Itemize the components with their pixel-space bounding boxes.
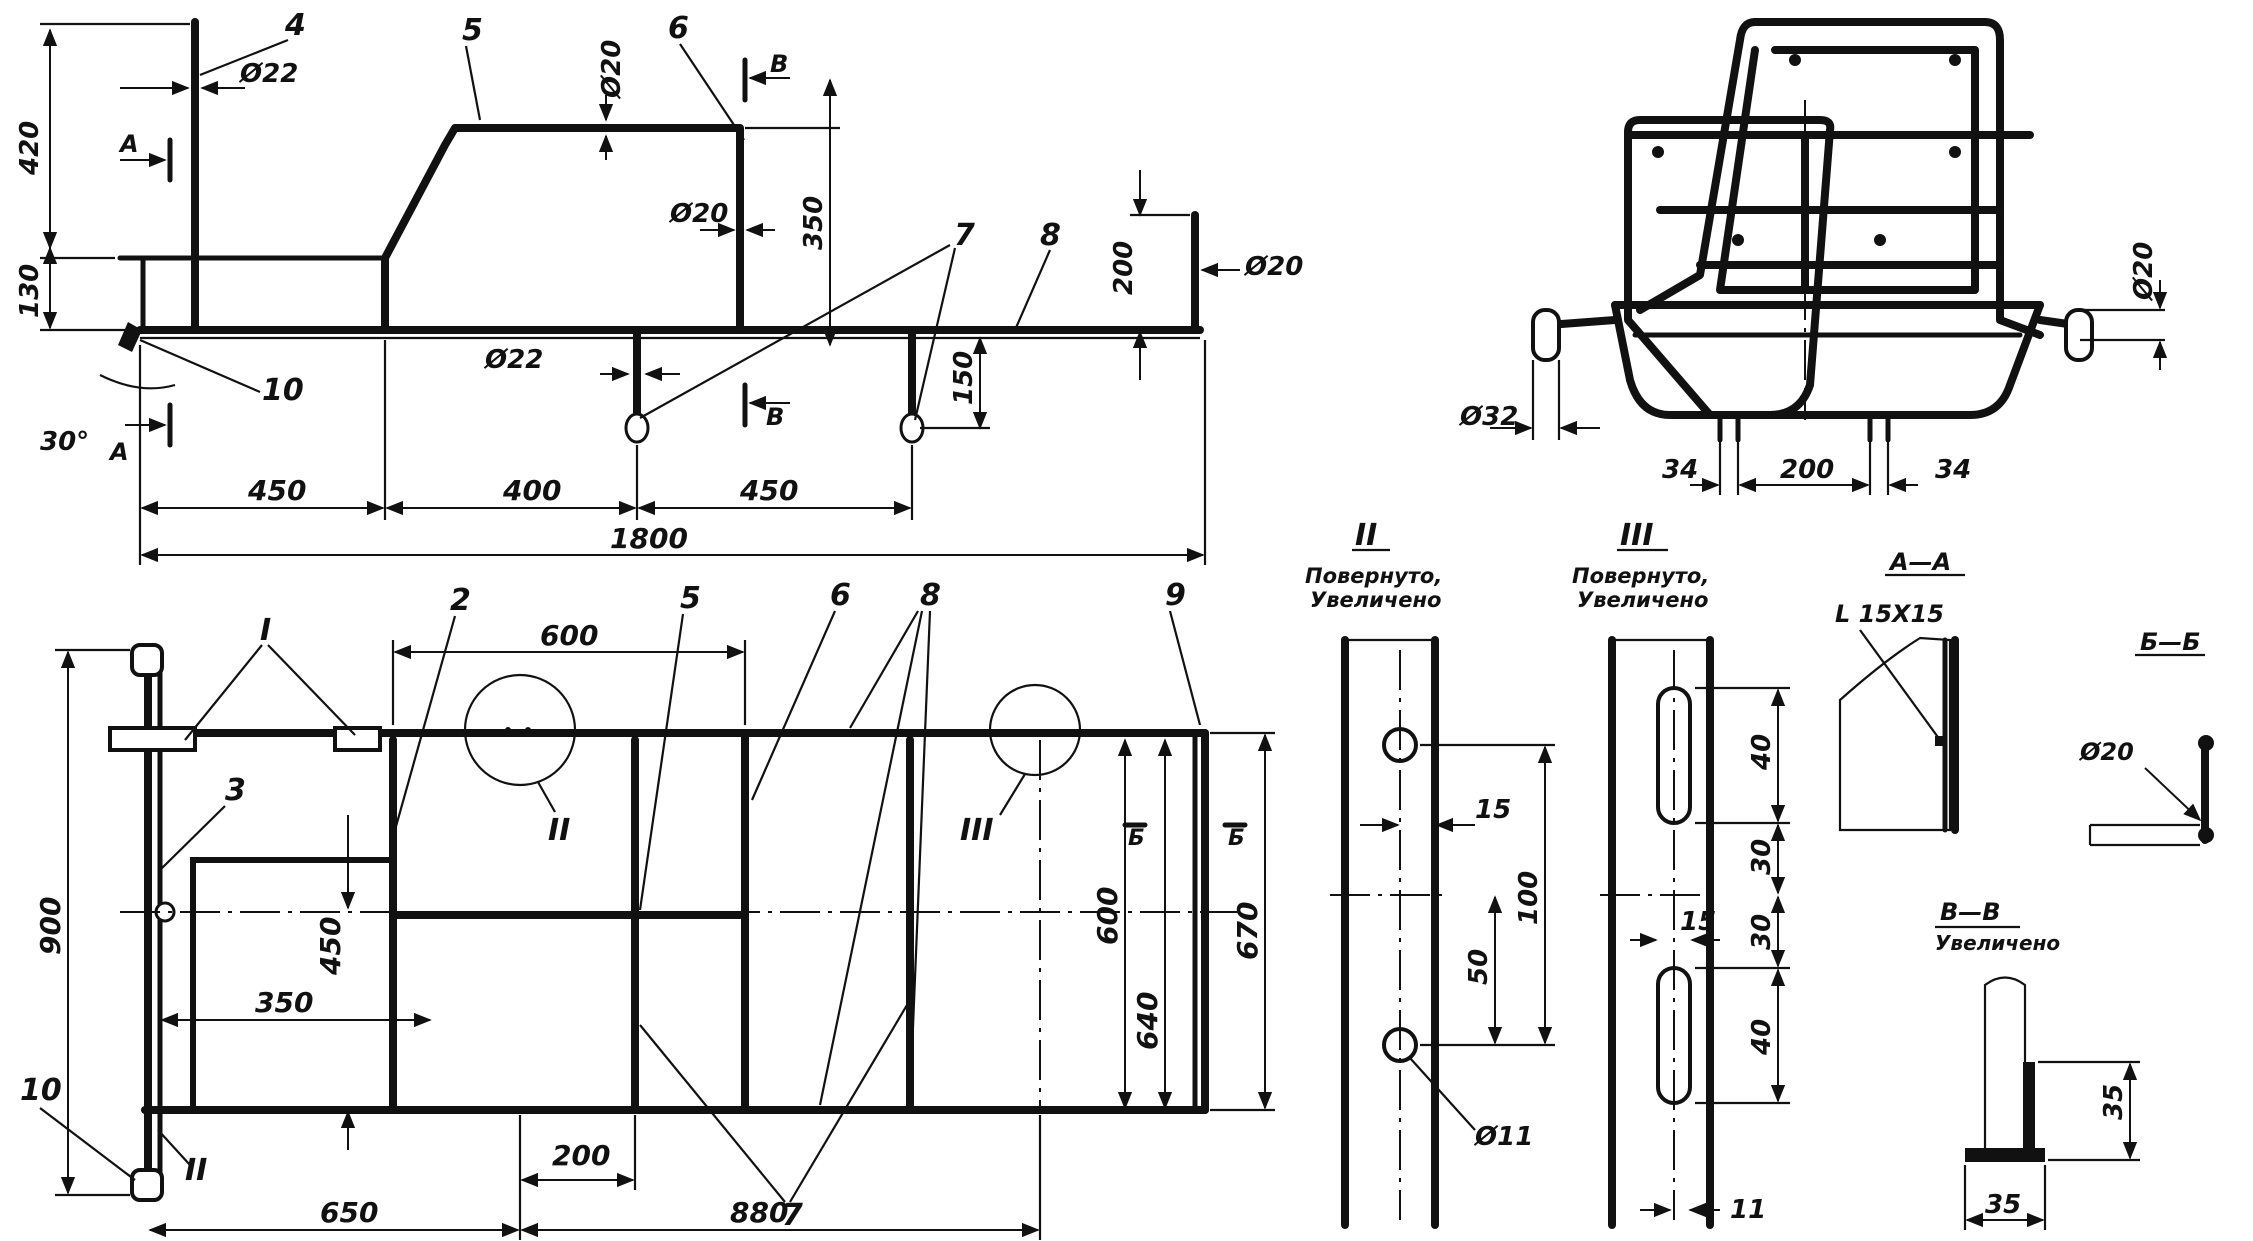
part-10-plan-label: 10: [20, 1073, 62, 1108]
part-8-plan-label: 8: [920, 578, 941, 613]
detail-III-note1: Повернуто,: [1572, 564, 1709, 588]
dim-II-hole: Ø11: [1473, 1122, 1533, 1152]
dim-880: 880: [730, 1196, 788, 1229]
section-VV-title: В—В: [1940, 898, 2001, 926]
dim-150: 150: [949, 351, 979, 405]
part-4-label: 4: [284, 8, 306, 43]
dim-d20-front: Ø20: [2129, 242, 2159, 302]
dim-II-50: 50: [1464, 949, 1494, 985]
dim-130: 130: [15, 264, 45, 318]
front-view: Ø20 Ø32 34 200 34: [1458, 18, 2168, 495]
dim-34-a: 34: [1662, 455, 1698, 485]
dim-670: 670: [1231, 902, 1264, 960]
dim-600-plan: 600: [540, 619, 598, 652]
callout-III: III: [960, 813, 994, 848]
dim-d22-bottom: Ø22: [483, 345, 543, 375]
dim-200-side: 200: [1109, 241, 1139, 295]
section-BB-d20: Ø20: [2078, 738, 2134, 766]
dim-II-15: 15: [1475, 795, 1511, 825]
section-BB-small: Б—Б Ø20: [2078, 628, 2214, 847]
dim-30deg: 30°: [40, 427, 89, 457]
part-3-label: 3: [225, 773, 246, 808]
part-6-plan-label: 6: [830, 578, 851, 613]
dim-III-40a: 40: [1747, 734, 1777, 771]
part-11-label: II: [185, 1153, 207, 1188]
side-view: 420 130 4 5 6 7 8 10 Ø22 Ø20 Ø20 350: [15, 8, 1303, 565]
dim-II-100: 100: [1514, 871, 1544, 925]
dim-650: 650: [320, 1196, 378, 1229]
dim-200-front: 200: [1780, 455, 1834, 485]
dim-34-b: 34: [1935, 455, 1971, 485]
callout-II: II: [548, 813, 570, 848]
dim-d20-top: Ø20: [597, 40, 627, 100]
detail-III-note2: Увеличено: [1577, 588, 1708, 612]
dim-450-plan: 450: [314, 917, 347, 976]
dim-420: 420: [15, 121, 45, 176]
part-5-plan-label: 5: [680, 581, 701, 616]
detail-II-note1: Повернуто,: [1305, 564, 1442, 588]
plan-view: I 2 5 6 8 9 3 7 10 II II III 600: [20, 578, 1275, 1240]
dim-400: 400: [502, 474, 561, 507]
detail-II-title: II: [1355, 518, 1377, 553]
section-mark-b-plan-a: Б: [1128, 826, 1145, 851]
dim-d20-mid: Ø20: [668, 199, 728, 229]
detail-II-note2: Увеличено: [1310, 588, 1441, 612]
dim-d32: Ø32: [1458, 402, 1518, 432]
dim-III-30a: 30: [1747, 839, 1777, 875]
dim-d22-top: Ø22: [238, 59, 298, 89]
part-5-label: 5: [462, 13, 483, 48]
dim-III-15: 15: [1680, 907, 1716, 937]
dim-VV-35v: 35: [2099, 1084, 2129, 1120]
part-8-label: 8: [1040, 218, 1061, 253]
part-2-label: 2: [450, 583, 471, 618]
section-mark-a-top: A: [118, 130, 139, 158]
section-AA-title: А—А: [1888, 548, 1951, 576]
dim-350: 350: [799, 196, 829, 250]
dim-450-b: 450: [739, 474, 798, 507]
dim-1800: 1800: [610, 522, 688, 555]
section-VV: В—В Увеличено 35 35: [1935, 898, 2140, 1230]
section-mark-b-bottom: B: [766, 403, 784, 431]
dim-640: 640: [1131, 992, 1164, 1050]
dim-III-11: 11: [1730, 1195, 1766, 1225]
section-AA: А—А L 15Х15: [1835, 548, 1965, 834]
dim-200-plan: 200: [552, 1139, 610, 1172]
section-AA-angle: L 15Х15: [1835, 600, 1944, 628]
section-BB-title: Б—Б: [2140, 628, 2201, 656]
detail-III-title: III: [1620, 518, 1654, 553]
dim-350-plan: 350: [255, 986, 313, 1019]
dim-VV-35h: 35: [1985, 1190, 2021, 1220]
dim-III-30b: 30: [1747, 914, 1777, 950]
part-7-label: 7: [954, 218, 975, 253]
section-mark-b-plan-b: Б: [1228, 826, 1245, 851]
dim-d20-right: Ø20: [1243, 252, 1303, 282]
section-mark-a-bottom: A: [108, 438, 129, 466]
dim-600-v: 600: [1091, 887, 1124, 945]
part-9-label: 9: [1165, 578, 1186, 613]
detail-III: III Повернуто, Увеличено 40 30 30 40 15 …: [1572, 518, 1790, 1229]
dim-450-a: 450: [247, 474, 306, 507]
section-mark-b-top: B: [770, 50, 788, 78]
part-10-label-side: 10: [262, 373, 304, 408]
part-6-label: 6: [668, 11, 689, 46]
detail-II: II Повернуто, Увеличено 100 50 15 Ø11: [1305, 518, 1555, 1229]
dim-III-40b: 40: [1747, 1019, 1777, 1056]
dim-900: 900: [34, 897, 67, 955]
part-1-label: I: [260, 613, 271, 648]
section-VV-note: Увеличено: [1935, 931, 2060, 955]
